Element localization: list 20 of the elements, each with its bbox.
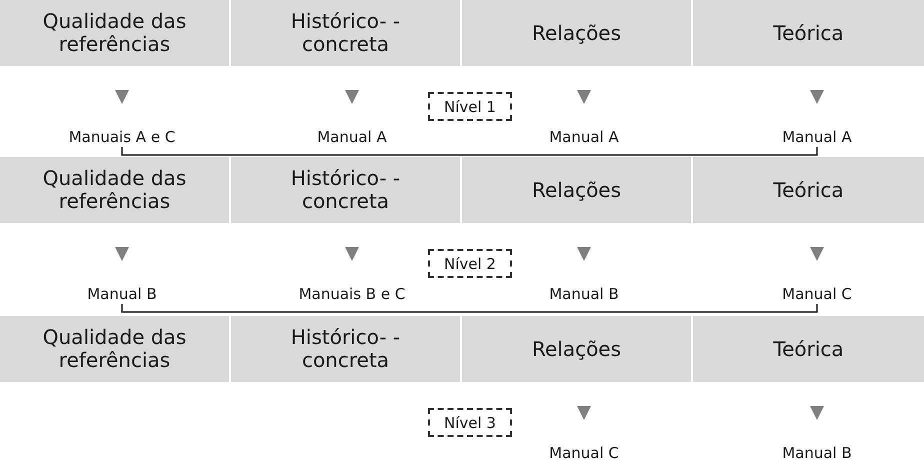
category-box: Relações xyxy=(462,157,691,223)
level-box: Nível 2 xyxy=(428,249,512,278)
category-box: Histórico- -concreta xyxy=(231,157,460,223)
category-box: Teórica xyxy=(693,316,924,382)
category-box: Teórica xyxy=(693,0,924,66)
manual-label: Manual B xyxy=(42,261,202,303)
category-box: Qualidade das referências xyxy=(0,0,229,66)
category-box: Teórica xyxy=(693,157,924,223)
category-box: Qualidade das referências xyxy=(0,157,229,223)
category-box: Histórico- -concreta xyxy=(231,0,460,66)
manual-label: Manuais A e C xyxy=(42,104,202,146)
category-box: Relações xyxy=(462,0,691,66)
level-box: Nível 3 xyxy=(428,408,512,437)
manual-label: Manual C xyxy=(737,261,897,303)
manual-label: Manual B xyxy=(737,420,897,462)
level-box: Nível 1 xyxy=(428,92,512,121)
manual-label: Manual A xyxy=(737,104,897,146)
category-box: Relações xyxy=(462,316,691,382)
category-box: Qualidade das referências xyxy=(0,316,229,382)
category-box: Histórico- -concreta xyxy=(231,316,460,382)
